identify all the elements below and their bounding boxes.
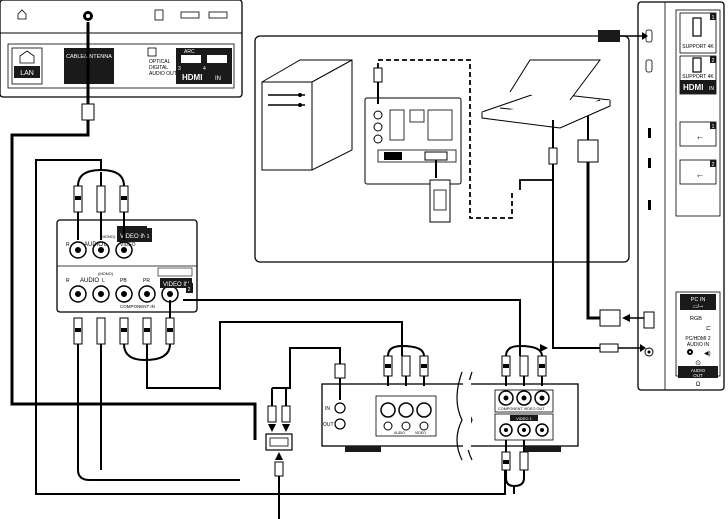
optical-small-icon: [154, 9, 164, 21]
hdmi-2-port: 2 SUPPORT 4K HDMI IN: [679, 55, 717, 95]
rear-audio: AUDIO: [84, 242, 103, 248]
rear-pr: PR: [143, 278, 150, 284]
hdmi-port1-label: 1: [712, 15, 715, 21]
antenna-plug: [81, 103, 95, 121]
player-audio-cables: [505, 440, 525, 494]
antenna-splitter: [265, 388, 293, 519]
video-1-label: VIDEO 1: [516, 416, 533, 421]
rear-audio-r: R: [66, 242, 70, 248]
component-label: COMPONENT IN: [120, 304, 155, 309]
player-in-label: IN: [325, 406, 330, 412]
in1-label: 1: [147, 234, 150, 240]
support-4k-label-2: SUPPORT 4K: [682, 74, 714, 80]
optical-label-1: OPTICAL: [149, 59, 171, 65]
pc-in-icon: ▭/⇾: [693, 304, 704, 310]
port3-label: 3: [178, 66, 181, 72]
rear-pb: PB: [120, 278, 127, 284]
video-in-2-label: VIDEO IN: [163, 282, 189, 288]
arc-label: ARC: [184, 49, 195, 55]
hdmi-plug: [598, 30, 620, 42]
pc-in-label: PC IN: [691, 297, 706, 303]
in2-label: 2: [188, 287, 191, 293]
usb2-label: 2: [712, 162, 715, 168]
hdmi-3-4-ports: ARC 3 4 HDMI IN: [176, 48, 232, 84]
pc-audio-label-1: PC/HDMI 2: [685, 336, 711, 342]
rear-video: VIDEO: [120, 242, 136, 248]
audio-plug-tv: [599, 343, 619, 353]
usb-2-port: 2 ⇽: [679, 159, 717, 185]
optical-port: OPTICAL DIGITAL AUDIO OUT: [147, 47, 177, 77]
player-audio-label: AUDIO: [394, 431, 405, 435]
player-video-label: VIDEO: [415, 431, 426, 435]
vga-plug-tv: [599, 309, 621, 327]
hdmi-logo: HDMI: [182, 73, 202, 82]
lan-port: LAN: [11, 47, 43, 85]
rgb-icon: ⊏: [706, 326, 711, 332]
rgb-label: RGB: [690, 316, 702, 322]
rear-audio-r2: R: [66, 278, 70, 284]
tv-top-panel: LAN CABLE/ANTENNA OPTICAL DIGITAL AUDIO …: [0, 0, 243, 98]
tv-rear-panel: R AUDIO L (MONO) VIDEO IN VIDEO 1 R AUDI…: [56, 219, 198, 313]
pc-tower: [261, 59, 353, 171]
side-hdmi-logo: HDMI: [683, 83, 703, 92]
component-video-out-label: COMPONENT VIDEO OUT: [498, 407, 545, 411]
rear-mono2: (MONO): [98, 271, 114, 276]
player-out-label: OUT: [323, 422, 334, 428]
support-4k-label-1: SUPPORT 4K: [682, 44, 714, 50]
hdmi-1-port: 1 SUPPORT 4K: [679, 12, 717, 54]
headphone-small-icon: ⊙: [695, 360, 701, 367]
lan-label: LAN: [20, 70, 34, 77]
optical-label-3: AUDIO OUT: [149, 71, 177, 77]
video-in-1-label: VIDEO IN: [120, 234, 146, 240]
pc-connection-box: [254, 35, 630, 263]
hdmi-in-label: IN: [215, 76, 221, 82]
pc-audio-label-2: AUDIO IN: [687, 342, 710, 348]
rear-mono: (MONO): [100, 234, 116, 239]
pc-in-port: PC IN ▭/⇾ RGB ⊏ PC/HDMI 2 AUDIO IN ◀) ⊙: [675, 291, 721, 377]
headphone-icon: Ω: [696, 382, 701, 388]
lan-small-icon: [17, 9, 27, 20]
audio-out-label-1: AUDIO: [691, 368, 706, 373]
usb-1-port: 1 ⇽: [679, 121, 717, 147]
av-player: IN OUT AUDIO VIDEO COMPONENT VIDEO OUT V…: [321, 371, 579, 461]
hdmi4-small-port: [208, 11, 228, 19]
rear-audio2: AUDIO: [80, 278, 99, 284]
rear-audio-l: L: [104, 242, 107, 248]
audio-out-box: [678, 366, 718, 378]
optical-label-2: DIGITAL: [149, 65, 168, 71]
port4-label: 4: [203, 66, 206, 72]
audio-in-icon: ◀): [704, 351, 711, 357]
hdmi-port2-label: 2: [712, 58, 715, 64]
side-hdmi-in-label: IN: [709, 86, 714, 92]
audio-out-label-2: OUT: [693, 373, 703, 378]
hdmi3-small-port: [180, 11, 200, 19]
usb1-label: 1: [712, 124, 715, 130]
usb2-icon: ⇽: [697, 173, 703, 180]
tv-side-panel: 1 SUPPORT 4K 2 SUPPORT 4K HDMI IN 1 ⇽ 2 …: [637, 1, 725, 391]
pc-back-panel: [364, 97, 462, 185]
usb1-icon: ⇽: [697, 135, 703, 142]
rear-audio-l2: L: [102, 278, 105, 284]
laptop: [481, 59, 611, 129]
